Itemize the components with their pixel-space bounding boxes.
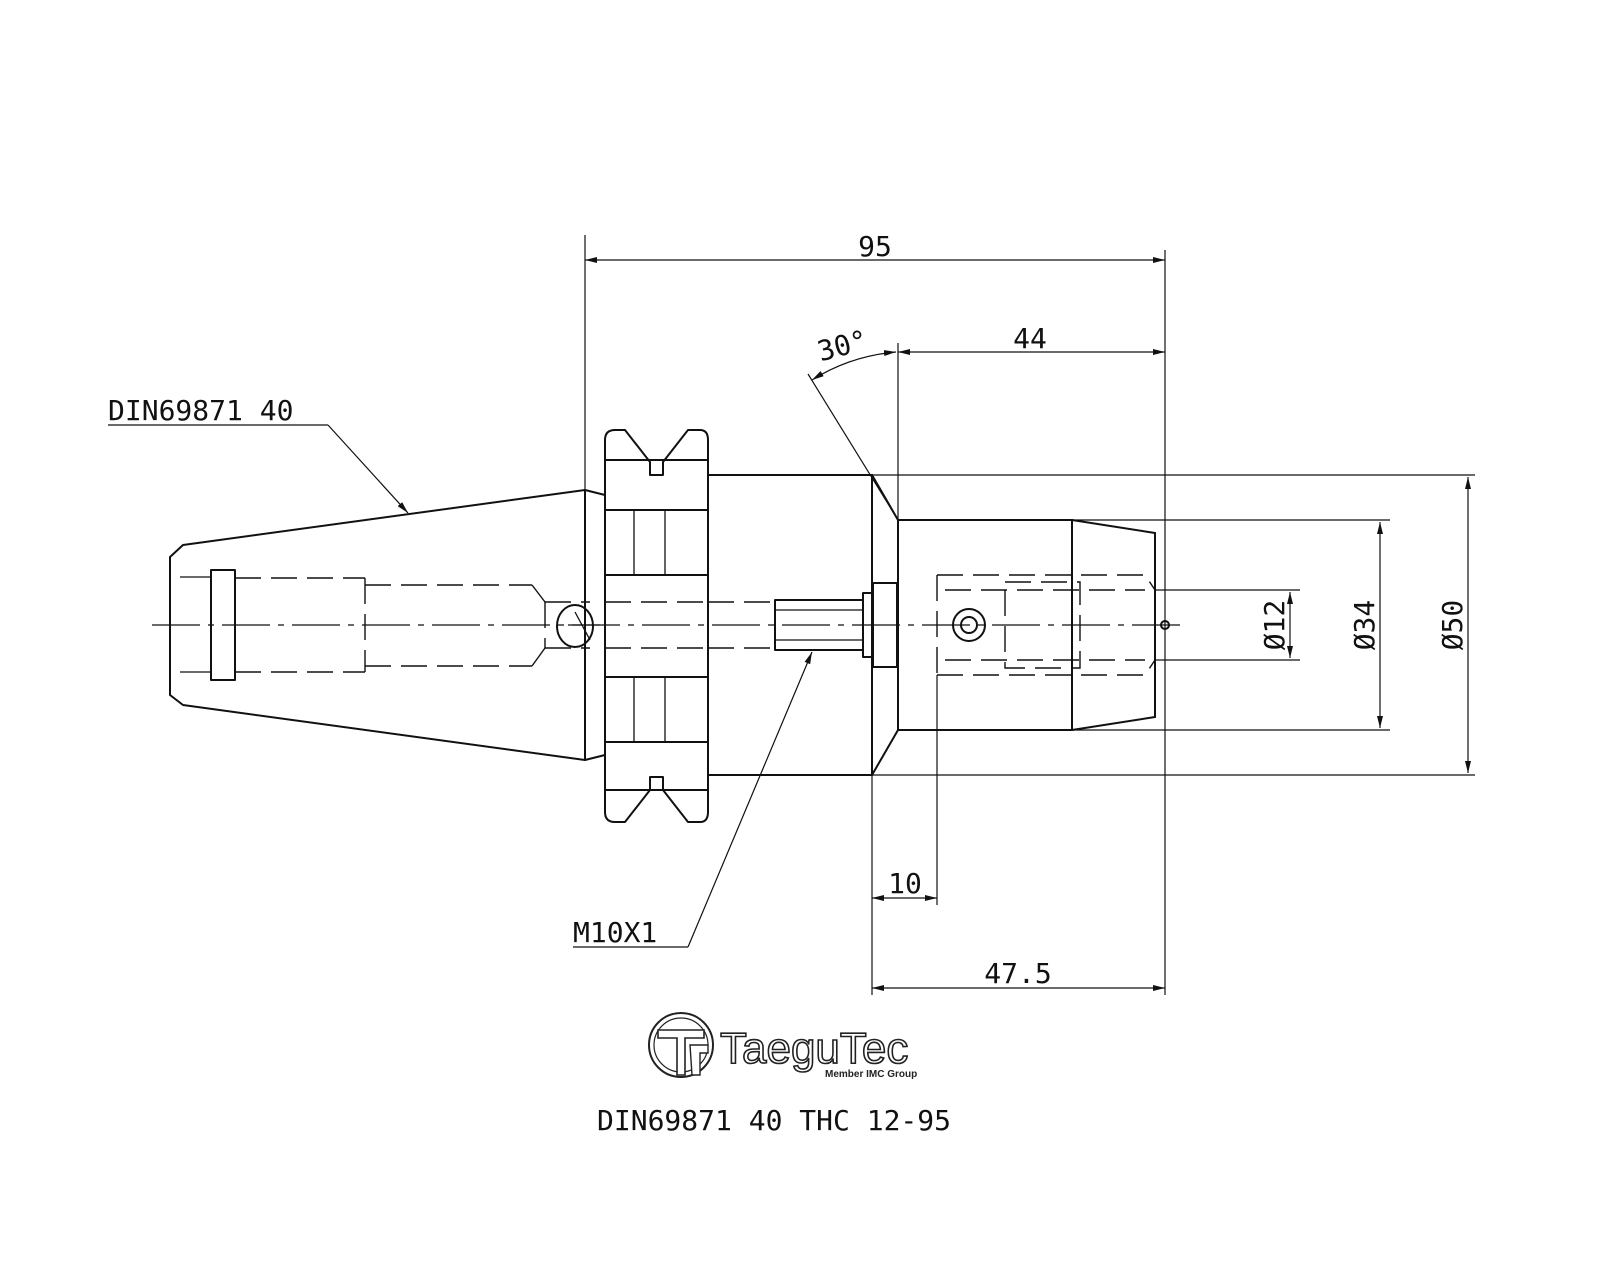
body-cylinder xyxy=(707,474,899,776)
dim-chamfer-angle-label: 30° xyxy=(814,323,871,368)
taegutec-logo: TaeguTec Member IMC Group xyxy=(648,1012,917,1080)
logo-tagline: Member IMC Group xyxy=(825,1069,917,1080)
taper-cone xyxy=(169,489,586,761)
dim-bore-diameter-label: Ø12 xyxy=(1258,600,1291,651)
thread-spec-label: M10X1 xyxy=(573,916,657,949)
dim-body-diameter-label: Ø50 xyxy=(1436,600,1469,651)
part-number: DIN69871 40 THC 12-95 xyxy=(597,1104,951,1137)
dim-nose-diameter-label: Ø34 xyxy=(1348,600,1381,651)
flange xyxy=(604,429,709,823)
dim-chamfer-angle xyxy=(811,350,897,381)
pull-stud-bore xyxy=(180,569,590,681)
dim-screw-offset-label: 10 xyxy=(888,867,922,900)
dimensions: 95 44 30° Ø50 Ø34 Ø12 10 47.5 xyxy=(584,230,1475,995)
taper-spec-label: DIN69871 40 xyxy=(108,394,293,427)
cross-hole xyxy=(556,604,594,648)
dim-body-length-label: 47.5 xyxy=(984,957,1051,990)
dim-nose-length-label: 44 xyxy=(1013,322,1047,355)
taper-spec-leader xyxy=(327,424,409,514)
callouts: DIN69871 40 M10X1 xyxy=(108,394,813,949)
clamping-screw xyxy=(952,608,986,642)
nose xyxy=(897,519,1170,731)
logo-brand: TaeguTec xyxy=(720,1024,908,1073)
tool-holder-outline xyxy=(152,429,1185,823)
dim-overall-length-label: 95 xyxy=(858,230,892,263)
thread-spec-leader xyxy=(687,651,813,948)
